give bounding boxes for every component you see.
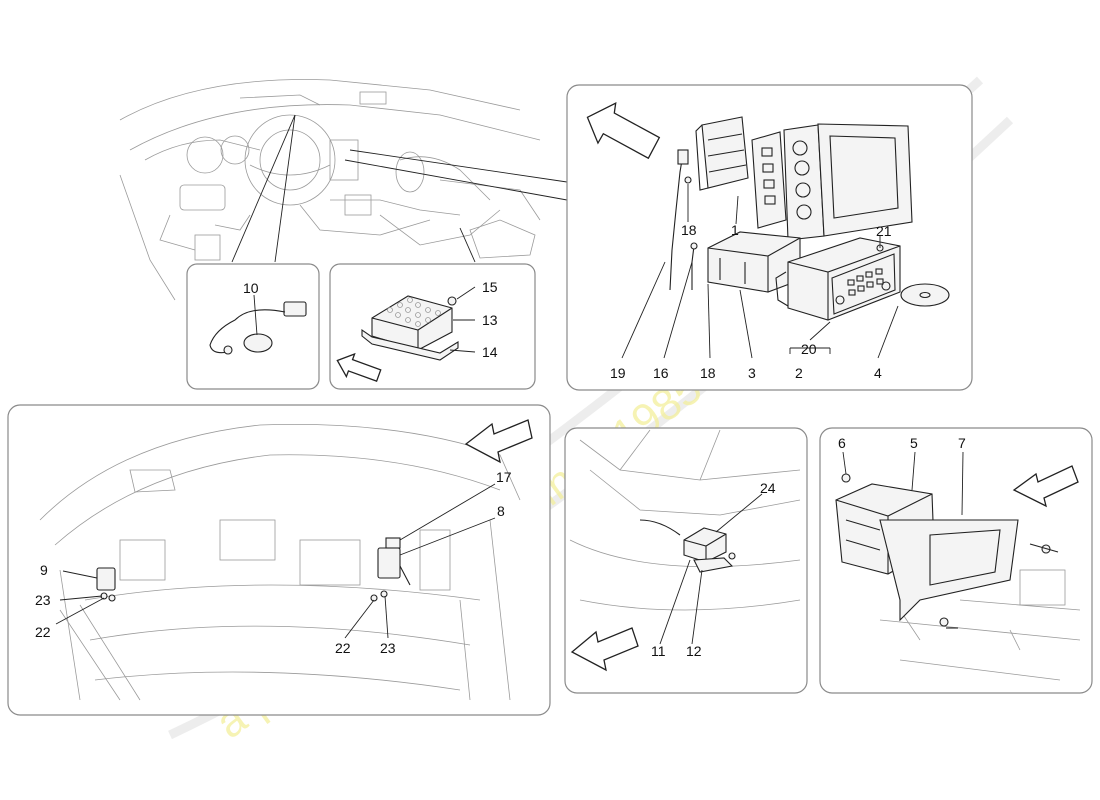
- mounting-cage: [707, 231, 801, 293]
- callout-21: 21: [876, 223, 892, 239]
- callout-8: 8: [497, 503, 505, 519]
- callout-23-right: 23: [380, 640, 396, 656]
- trunk-module-connector: [385, 537, 401, 549]
- callout-18-top: 18: [681, 222, 697, 238]
- callout-13: 13: [482, 312, 498, 328]
- rear-module: [683, 527, 727, 563]
- amplifier-nut: [841, 473, 851, 483]
- trunk-module-left: [96, 567, 116, 591]
- callout-16: 16: [653, 365, 669, 381]
- rear-module-bracket: [693, 557, 734, 573]
- callout-1: 1: [731, 222, 739, 238]
- antenna-connector: [283, 301, 307, 317]
- module-nut: [447, 296, 457, 306]
- callout-22-left: 22: [35, 624, 51, 640]
- inset-antenna-frame: [186, 263, 320, 390]
- callouts: 10 15 13 14 18 1 21 20 19 16 18 3 2 4 17…: [35, 222, 966, 659]
- callout-22-right: 22: [335, 640, 351, 656]
- callout-24: 24: [760, 480, 776, 496]
- dashboard-overview: [119, 79, 568, 301]
- callout-4: 4: [874, 365, 882, 381]
- callout-10: 10: [243, 280, 259, 296]
- antenna-body: [243, 333, 273, 353]
- direction-arrow-icon: [570, 627, 639, 672]
- amplifier-bracket: [879, 519, 1019, 622]
- callout-5: 5: [910, 435, 918, 451]
- callout-15: 15: [482, 279, 498, 295]
- disc: [900, 283, 950, 307]
- callout-19: 19: [610, 365, 626, 381]
- inset-amplifier: [819, 427, 1093, 694]
- screen-frame: [817, 123, 913, 237]
- inset-control-module: [329, 263, 536, 390]
- callout-14: 14: [482, 344, 498, 360]
- callout-12: 12: [686, 643, 702, 659]
- callout-17: 17: [496, 469, 512, 485]
- callout-7: 7: [958, 435, 966, 451]
- callout-6: 6: [838, 435, 846, 451]
- direction-arrow-icon: [336, 352, 382, 382]
- inset-antenna: [186, 263, 320, 390]
- inset-trunk-frame: [7, 404, 551, 716]
- direction-arrow-icon: [586, 102, 661, 160]
- module-housing: [371, 295, 453, 351]
- callout-18-bottom: 18: [700, 365, 716, 381]
- module-bracket: [361, 328, 459, 361]
- inset-rear-compartment-frame: [564, 427, 808, 694]
- callout-11: 11: [651, 643, 666, 659]
- callout-2: 2: [795, 365, 803, 381]
- direction-arrow-icon: [464, 419, 533, 464]
- cable-connector: [677, 149, 689, 165]
- direction-arrow-icon: [1012, 465, 1079, 508]
- trunk-module-right: [377, 547, 401, 579]
- callout-20: 20: [801, 341, 817, 357]
- callout-3: 3: [748, 365, 756, 381]
- callout-9: 9: [40, 562, 48, 578]
- inset-rear-compartment: [564, 427, 808, 694]
- callout-23-left: 23: [35, 592, 51, 608]
- inset-head-unit: [566, 84, 973, 391]
- display-unit: [701, 116, 749, 189]
- inset-trunk: [7, 404, 551, 716]
